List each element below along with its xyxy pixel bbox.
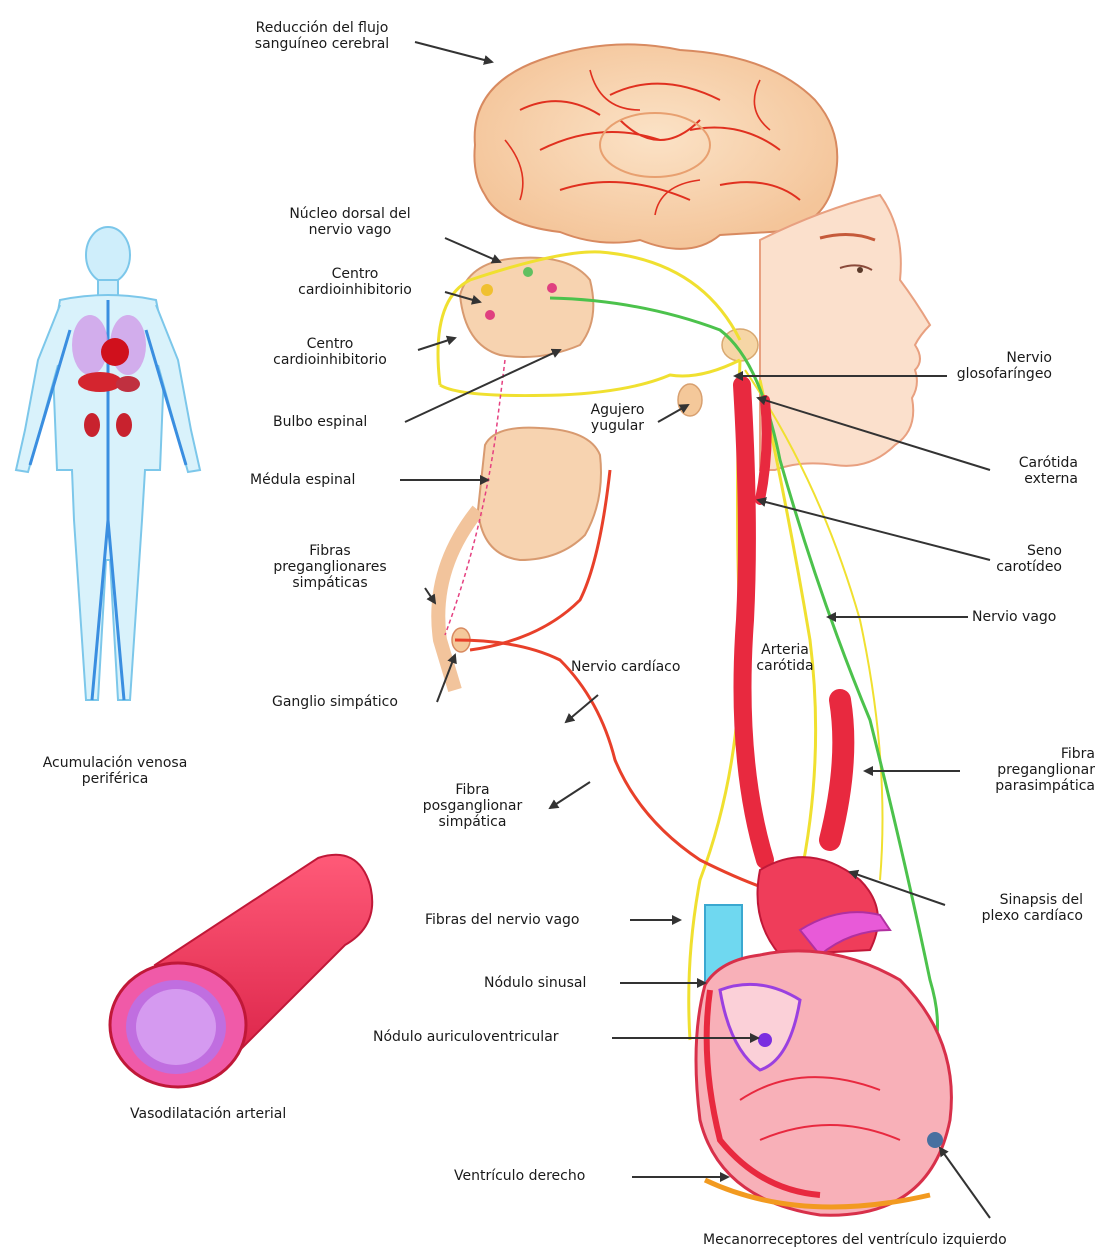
label-preganglionic-parasympathetic-line1: Fibra [950, 746, 1095, 762]
label-preganglionic-sympathetic-line1: Fibras [245, 543, 415, 559]
dilated-artery-tube [110, 855, 372, 1087]
human-body-figure [16, 227, 200, 700]
label-carotid-sinus-line1: Seno [960, 543, 1062, 559]
label-external-carotid-line1: Carótida [960, 455, 1078, 471]
label-external-carotid-line2: externa [960, 471, 1078, 487]
label-cardiac-plexus-line2: plexo cardíaco [935, 908, 1083, 924]
label-lv-mechanoreceptors: Mecanorreceptores del ventrículo izquier… [703, 1232, 1007, 1248]
label-postganglionic-sympathetic-line2: posganglionar [395, 798, 550, 814]
label-vagus-nerve: Nervio vago [972, 609, 1056, 625]
label-sympathetic-ganglion: Ganglio simpático [272, 694, 398, 710]
label-glossopharyngeal: Nervio glosofaríngeo [930, 350, 1052, 382]
label-right-ventricle: Ventrículo derecho [454, 1168, 585, 1184]
brainstem [438, 258, 758, 690]
label-glossopharyngeal-line1: Nervio [930, 350, 1052, 366]
arrow-brain-flow [415, 42, 492, 62]
label-vagus-fibers: Fibras del nervio vago [425, 912, 579, 928]
label-preganglionic-parasympathetic-line3: parasimpática [950, 778, 1095, 794]
label-brain-flow-line2: sanguíneo cerebral [232, 36, 412, 52]
label-jugular-foramen: Agujero yugular [580, 402, 655, 434]
brain [474, 44, 837, 249]
label-medulla-oblongata: Bulbo espinal [273, 414, 367, 430]
label-external-carotid: Carótida externa [960, 455, 1078, 487]
label-venous-pooling-line1: Acumulación venosa [15, 755, 215, 771]
label-preganglionic-sympathetic-line2: preganglionares [245, 559, 415, 575]
label-cardioinhibitory-1-line1: Centro [270, 266, 440, 282]
label-carotid-sinus: Seno carotídeo [960, 543, 1062, 575]
label-postganglionic-sympathetic: Fibra posganglionar simpática [395, 782, 550, 830]
label-preganglionic-sympathetic: Fibras preganglionares simpáticas [245, 543, 415, 591]
label-vagal-nucleus-line2: nervio vago [270, 222, 430, 238]
label-jugular-foramen-line2: yugular [580, 418, 655, 434]
label-preganglionic-sympathetic-line3: simpáticas [245, 575, 415, 591]
label-spinal-cord: Médula espinal [250, 472, 355, 488]
arrow-cardioinhib-2 [418, 338, 455, 350]
head-profile [760, 195, 930, 470]
label-cardioinhibitory-2-line1: Centro [245, 336, 415, 352]
arrow-cardiac-nerve [566, 695, 598, 722]
label-vagal-nucleus-line1: Núcleo dorsal del [270, 206, 430, 222]
label-cardioinhibitory-2-line2: cardioinhibitorio [245, 352, 415, 368]
label-venous-pooling: Acumulación venosa periférica [15, 755, 215, 787]
label-vasodilation: Vasodilatación arterial [130, 1106, 286, 1122]
label-venous-pooling-line2: periférica [15, 771, 215, 787]
label-cardioinhibitory-1-line2: cardioinhibitorio [270, 282, 440, 298]
label-cardioinhibitory-2: Centro cardioinhibitorio [245, 336, 415, 368]
label-vagal-nucleus: Núcleo dorsal del nervio vago [270, 206, 430, 238]
label-jugular-foramen-line1: Agujero [580, 402, 655, 418]
label-cardioinhibitory-1: Centro cardioinhibitorio [270, 266, 440, 298]
label-brain-flow-line1: Reducción del flujo [232, 20, 412, 36]
label-carotid-artery-line1: Arteria [740, 642, 830, 658]
label-postganglionic-sympathetic-line1: Fibra [395, 782, 550, 798]
arrow-vagal-nucleus [445, 238, 500, 262]
arrow-medulla [405, 350, 560, 422]
arrow-postganglionic [550, 782, 590, 808]
label-carotid-sinus-line2: carotídeo [960, 559, 1062, 575]
label-preganglionic-parasympathetic: Fibra preganglionar parasimpática [950, 746, 1095, 794]
label-glossopharyngeal-line2: glosofaríngeo [930, 366, 1052, 382]
label-av-node: Nódulo auriculoventricular [373, 1029, 559, 1045]
heart [696, 857, 951, 1215]
label-sinus-node: Nódulo sinusal [484, 975, 586, 991]
label-brain-flow: Reducción del flujo sanguíneo cerebral [232, 20, 412, 52]
label-carotid-artery: Arteria carótida [740, 642, 830, 674]
label-cardiac-plexus: Sinapsis del plexo cardíaco [935, 892, 1083, 924]
label-carotid-artery-line2: carótida [740, 658, 830, 674]
label-cardiac-plexus-line1: Sinapsis del [935, 892, 1083, 908]
arrow-lv-mechanoreceptors [940, 1148, 990, 1218]
label-postganglionic-sympathetic-line3: simpática [395, 814, 550, 830]
label-preganglionic-parasympathetic-line2: preganglionar [950, 762, 1095, 778]
label-cardiac-nerve: Nervio cardíaco [571, 659, 680, 675]
